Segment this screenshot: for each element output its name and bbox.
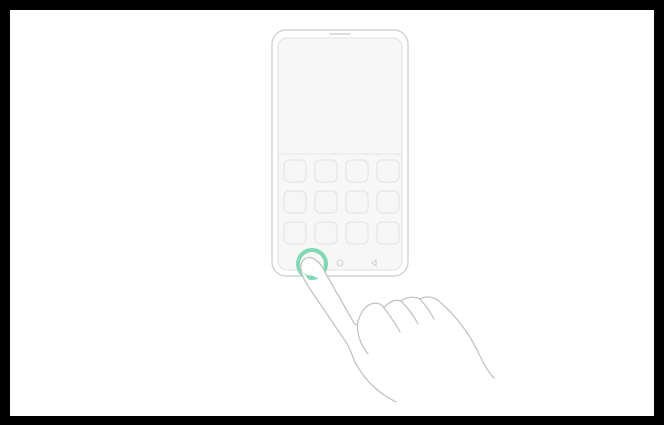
- app-tile[interactable]: [315, 160, 337, 182]
- hand-icon: [301, 258, 494, 402]
- app-tile[interactable]: [315, 191, 337, 213]
- illustration-frame: [10, 10, 654, 416]
- app-tile[interactable]: [346, 191, 368, 213]
- app-tile[interactable]: [346, 222, 368, 244]
- app-tile[interactable]: [284, 160, 306, 182]
- app-tile[interactable]: [377, 222, 399, 244]
- app-tile[interactable]: [377, 160, 399, 182]
- app-tile[interactable]: [284, 222, 306, 244]
- app-tile[interactable]: [377, 191, 399, 213]
- phone-tap-illustration: [10, 10, 654, 416]
- app-tile[interactable]: [346, 160, 368, 182]
- app-tile[interactable]: [284, 191, 306, 213]
- app-tile[interactable]: [315, 222, 337, 244]
